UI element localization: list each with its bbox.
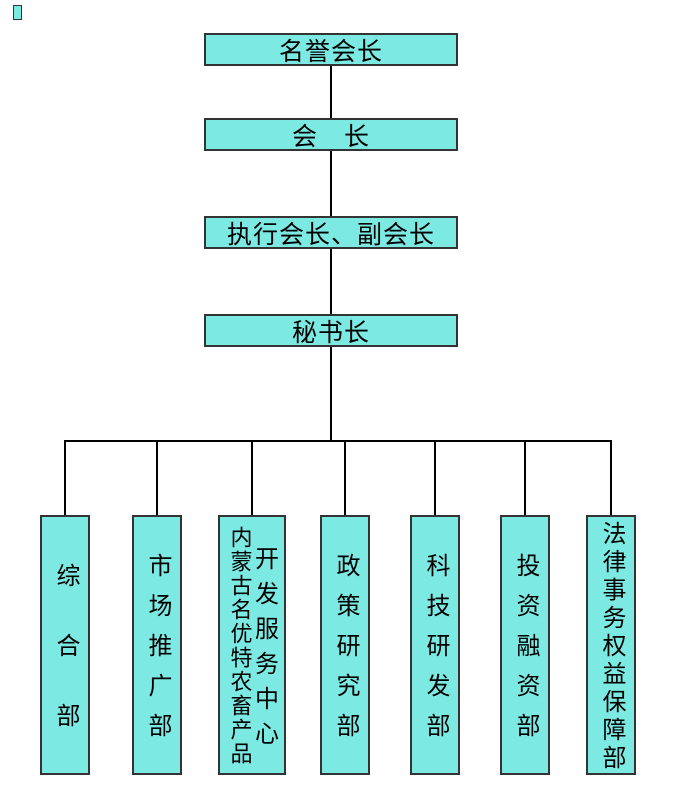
dept-general-affairs: 综合部 (40, 515, 90, 775)
node-label: 名誉会长 (278, 38, 383, 66)
dept-legal-affairs: 法律事务权益保障部 (586, 515, 636, 775)
connector-line (330, 151, 332, 216)
dept-label: 科技研发部 (422, 553, 448, 753)
dept-tech-rd: 科技研发部 (410, 515, 460, 775)
dept-policy-research: 政策研究部 (320, 515, 370, 775)
connector-line (610, 440, 612, 515)
connector-line (434, 440, 436, 515)
node-label: 会 长 (291, 123, 370, 151)
node-label: 执行会长、副会长 (226, 221, 435, 249)
dept-label-column-2: 开发服务中心 (250, 545, 277, 756)
connector-line (344, 440, 346, 515)
connector-line (156, 440, 158, 515)
corner-box-fragment (13, 5, 22, 20)
dept-label: 投资融资部 (512, 553, 538, 753)
node-executive-vice-president: 执行会长、副会长 (204, 216, 458, 249)
connector-line (524, 440, 526, 515)
connector-line (330, 249, 332, 314)
connector-line (330, 347, 332, 440)
dept-marketing: 市场推广部 (132, 515, 182, 775)
dept-label: 市场推广部 (144, 553, 170, 753)
connector-line (64, 440, 66, 515)
dept-label-column-1: 内蒙古名优特农畜产品 (227, 526, 253, 766)
connector-line (330, 66, 332, 118)
dept-label: 综合部 (52, 563, 78, 773)
connector-line (251, 440, 253, 515)
dept-label: 政策研究部 (332, 553, 358, 753)
dept-investment-financing: 投资融资部 (500, 515, 550, 775)
dept-label: 法律事务权益保障部 (598, 521, 624, 773)
node-secretary-general: 秘书长 (204, 314, 458, 347)
node-honorary-president: 名誉会长 (204, 33, 458, 66)
node-label: 秘书长 (291, 319, 370, 347)
node-president: 会 长 (204, 118, 458, 151)
connector-line (64, 440, 612, 442)
dept-development-service-center: 内蒙古名优特农畜产品 开发服务中心 (218, 515, 286, 775)
